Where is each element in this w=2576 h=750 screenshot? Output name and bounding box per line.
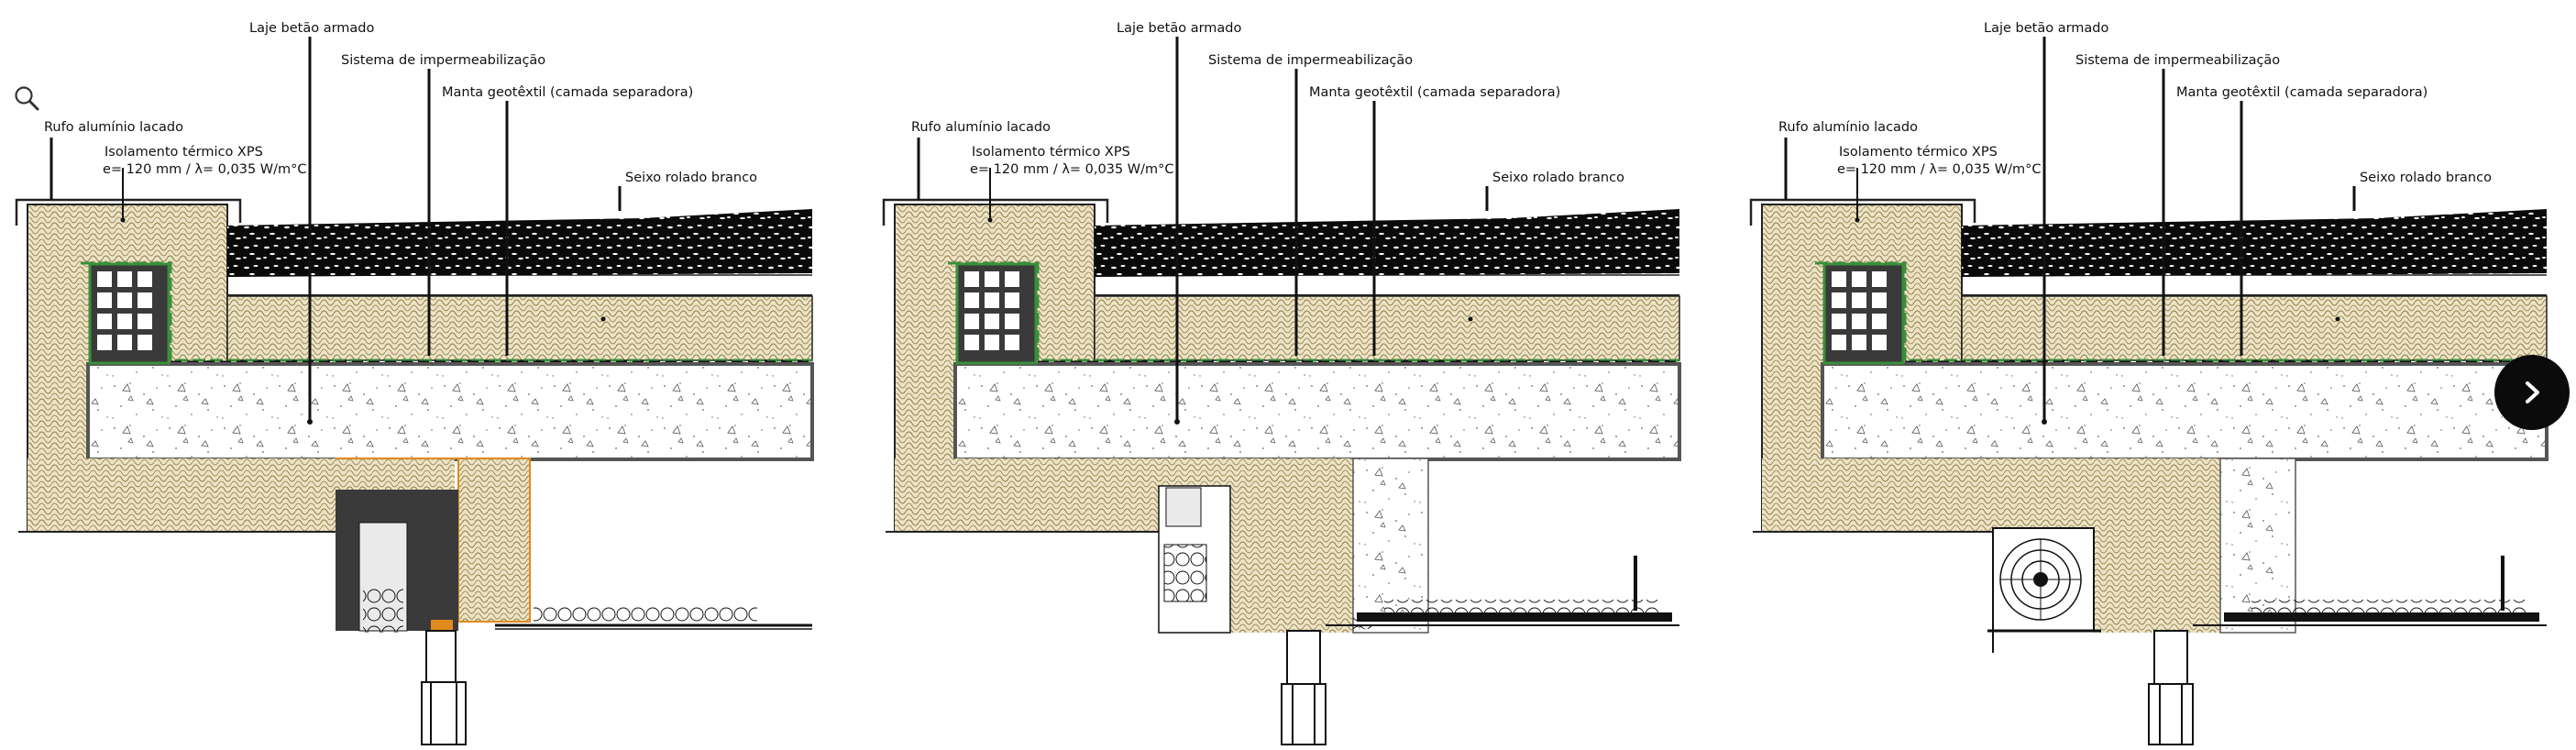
label-rufo: Rufo alumínio lacado: [1778, 120, 1918, 135]
label-laje: Laje betão armado: [1117, 21, 1242, 36]
label-manta: Manta geotêxtil (camada separadora): [2176, 85, 2427, 100]
label-laje: Laje betão armado: [1984, 21, 2109, 36]
label-impermeabilizacao: Sistema de impermeabilização: [2075, 53, 2280, 68]
label-manta: Manta geotêxtil (camada separadora): [1309, 85, 1560, 100]
label-rufo: Rufo alumínio lacado: [911, 120, 1051, 135]
label-seixo: Seixo rolado branco: [1492, 171, 1624, 185]
detail-panel-1: Laje betão armado Sistema de impermeabil…: [15, 21, 814, 745]
label-seixo: Seixo rolado branco: [2360, 171, 2492, 185]
magnifier-icon[interactable]: [13, 84, 40, 112]
label-manta: Manta geotêxtil (camada separadora): [442, 85, 693, 100]
label-rufo: Rufo alumínio lacado: [44, 120, 183, 135]
label-laje: Laje betão armado: [249, 21, 375, 36]
label-seixo: Seixo rolado branco: [625, 171, 757, 185]
label-isolamento-2: e= 120 mm / λ= 0,035 W/m°C: [1837, 162, 2042, 177]
chevron-right-icon: [2526, 381, 2539, 403]
detail-panel-2: Laje betão armado Sistema de impermeabil…: [882, 21, 1681, 745]
label-isolamento-2: e= 120 mm / λ= 0,035 W/m°C: [103, 162, 307, 177]
label-isolamento-1: Isolamento térmico XPS: [1839, 145, 1998, 160]
label-impermeabilizacao: Sistema de impermeabilização: [341, 53, 545, 68]
label-isolamento-1: Isolamento térmico XPS: [972, 145, 1130, 160]
label-isolamento-2: e= 120 mm / λ= 0,035 W/m°C: [970, 162, 1174, 177]
label-isolamento-1: Isolamento térmico XPS: [105, 145, 263, 160]
next-image-button[interactable]: [2494, 355, 2570, 430]
detail-panel-3: Laje betão armado Sistema de impermeabil…: [1749, 21, 2548, 745]
label-impermeabilizacao: Sistema de impermeabilização: [1208, 53, 1413, 68]
